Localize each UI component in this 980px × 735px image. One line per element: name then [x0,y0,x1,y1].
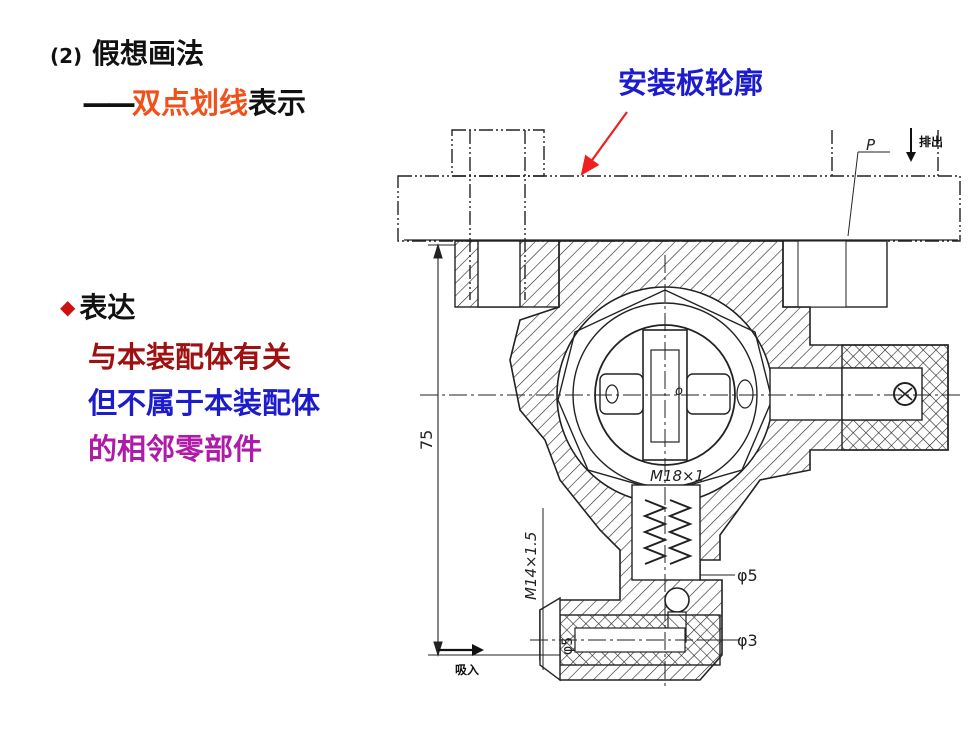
slide-title: (2) 假想画法 [50,32,204,72]
callout-arrow [580,111,628,176]
bullet-heading: ◆表达 [60,286,135,326]
outlet-label: 排出 [919,134,943,149]
bullet-heading-text: 表达 [79,291,136,324]
dim-m18-label: M18×1 [650,467,704,485]
p-reference: P [847,136,890,237]
dim-75-label: 75 [417,430,436,450]
bullet-line-1: 与本装配体有关 [88,340,292,374]
subtitle-dash: —— [82,86,136,120]
title-text: 假想画法 [91,37,204,70]
dim-phi5-label: φ5 [737,566,758,585]
dim-phi3-label: φ3 [737,631,758,650]
subtitle-highlight: 双点划线 [132,86,249,120]
subtitle-suffix: 表示 [248,86,307,120]
section-number: (2) [50,44,83,68]
inlet-label: 吸入 [455,663,479,677]
p-label: P [866,136,876,154]
dim-phi5-inlet-label: φ5 [560,637,576,655]
center-label: o [675,384,683,399]
dimension-75 [428,243,560,657]
mounting-plate-outline-label: 安装板轮廓 [618,66,764,100]
outlet-indicator: 排出 [906,128,943,162]
diamond-bullet-icon: ◆ [60,295,76,319]
slide-subtitle: ——双点划线表示 [82,80,306,122]
bullet-line-3: 的相邻零部件 [88,432,263,466]
dim-m14-label: M14×1.5 [522,532,540,600]
pump-body: o [454,240,949,682]
inlet-indicator: 吸入 [438,644,484,677]
bullet-line-2: 但不属于本装配体 [88,386,321,420]
